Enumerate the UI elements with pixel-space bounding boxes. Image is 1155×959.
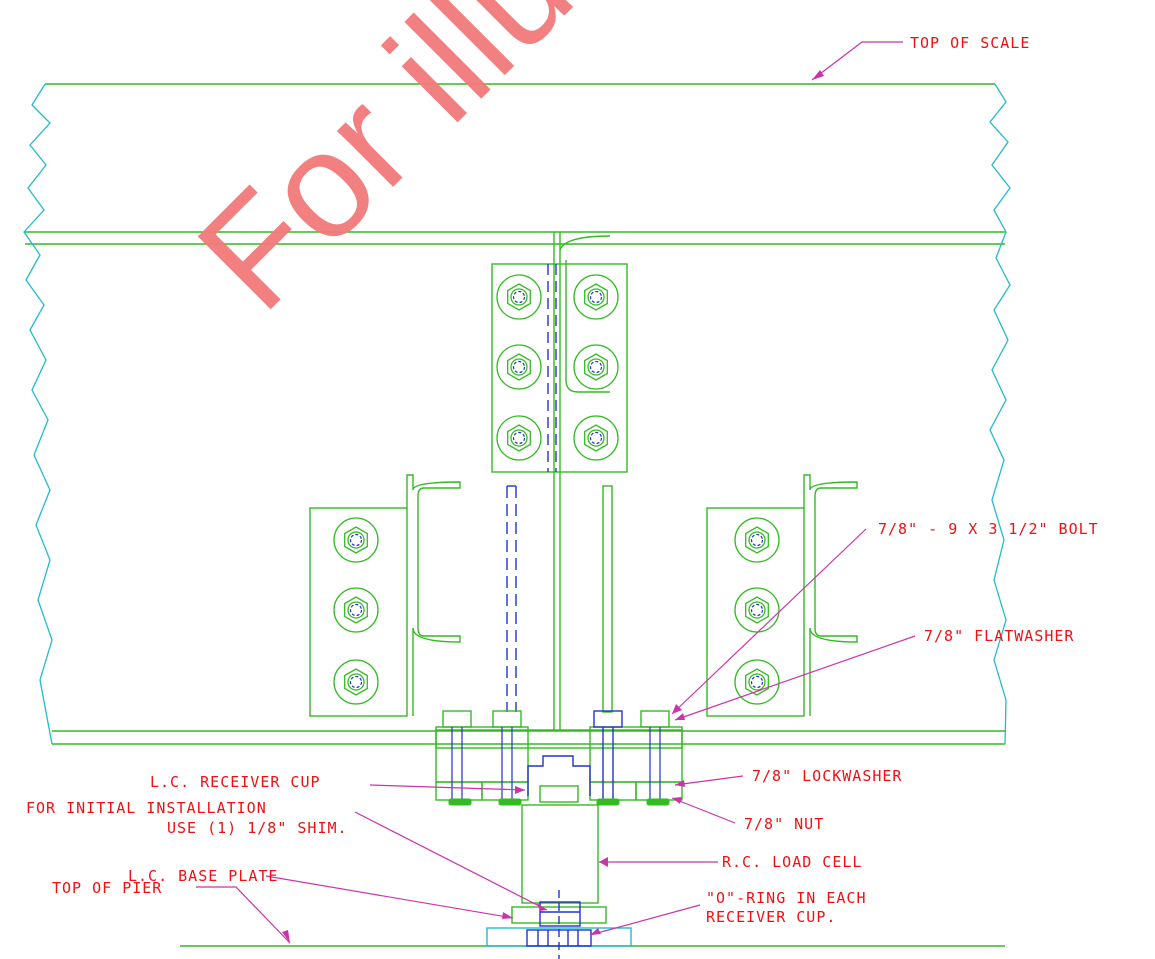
mount-plate-right xyxy=(589,726,683,783)
side-bolts xyxy=(333,517,780,705)
center-bolt-plate xyxy=(491,263,628,473)
leader-nut xyxy=(671,797,736,824)
mounting-bolt-blue xyxy=(527,710,623,800)
label-base-plate: L.C. BASE PLATE xyxy=(128,867,278,885)
bolt-head-4 xyxy=(640,710,670,728)
right-angle xyxy=(803,474,858,716)
side-bolt-5 xyxy=(734,587,780,633)
center-bolt-4 xyxy=(573,344,619,390)
label-bolt: 7/8" - 9 X 3 1/2" BOLT xyxy=(878,520,1099,538)
receiver-cup-top xyxy=(527,755,591,796)
label-initial-installation-1: FOR INITIAL INSTALLATION xyxy=(26,799,267,817)
side-bolt-1 xyxy=(333,517,379,563)
bolt-head-2 xyxy=(492,710,522,728)
load-cell-body xyxy=(521,804,599,904)
center-bolt-3 xyxy=(496,344,542,390)
side-bolt-4 xyxy=(734,517,780,563)
left-plate xyxy=(309,507,408,717)
mount-plate-top xyxy=(435,729,683,749)
left-angle-assembly xyxy=(309,474,461,717)
side-bolt-2 xyxy=(333,587,379,633)
leader-oring xyxy=(589,904,701,936)
labels: TOP OF SCALE 7/8" - 9 X 3 1/2" BOLT 7/8"… xyxy=(26,34,1099,926)
center-dashed-rods xyxy=(547,264,557,472)
leader-bolt xyxy=(671,528,867,715)
right-hanger-bar xyxy=(602,485,613,713)
bolt-head-1 xyxy=(442,710,472,728)
center-plate xyxy=(491,263,628,473)
label-lockwasher: 7/8" LOCKWASHER xyxy=(752,767,902,785)
leader-lines xyxy=(196,41,916,944)
left-angle xyxy=(406,474,461,716)
label-top-of-scale: TOP OF SCALE xyxy=(910,34,1030,52)
leader-top-of-pier xyxy=(196,886,291,944)
label-oring-2: RECEIVER CUP. xyxy=(706,908,836,926)
label-flatwasher: 7/8" FLATWASHER xyxy=(924,627,1074,645)
left-break-line xyxy=(23,83,53,745)
label-top-of-pier: TOP OF PIER xyxy=(52,879,162,897)
center-web xyxy=(553,232,611,731)
load-cell-cap xyxy=(539,785,579,803)
leader-flatwasher xyxy=(674,635,916,721)
leader-base-plate xyxy=(265,875,514,919)
right-angle-assembly xyxy=(706,474,858,717)
leader-arrowheads xyxy=(282,70,824,943)
left-hanger-rod xyxy=(506,485,517,712)
side-bolt-6 xyxy=(734,659,780,705)
label-oring-1: "O"-RING IN EACH xyxy=(706,889,867,907)
load-cell-lower-detail xyxy=(526,890,592,959)
side-bolt-3 xyxy=(333,659,379,705)
center-bolt-5 xyxy=(496,415,542,461)
channel-clip-curve xyxy=(559,235,611,251)
break-lines xyxy=(23,83,1011,745)
watermark: For illus xyxy=(166,0,656,341)
center-bolts xyxy=(496,274,619,461)
leader-receiver-cup xyxy=(369,784,526,791)
leader-top-of-scale xyxy=(811,41,903,81)
center-bolt-2 xyxy=(573,274,619,320)
leader-lockwasher xyxy=(674,775,744,786)
bolt-head-3 xyxy=(593,710,623,728)
center-bolt-1 xyxy=(496,274,542,320)
center-bolt-6 xyxy=(573,415,619,461)
label-load-cell: R.C. LOAD CELL xyxy=(722,853,862,871)
mount-plate-left xyxy=(435,726,529,783)
label-receiver-cup: L.C. RECEIVER CUP xyxy=(150,773,321,791)
channel-clip-hook xyxy=(565,260,610,393)
right-break-line xyxy=(989,83,1011,745)
leader-initial-installation xyxy=(354,811,548,911)
label-nut: 7/8" NUT xyxy=(744,815,824,833)
nuts xyxy=(448,798,670,806)
right-plate xyxy=(706,507,805,717)
label-initial-installation-2: USE (1) 1/8" SHIM. xyxy=(167,819,348,837)
